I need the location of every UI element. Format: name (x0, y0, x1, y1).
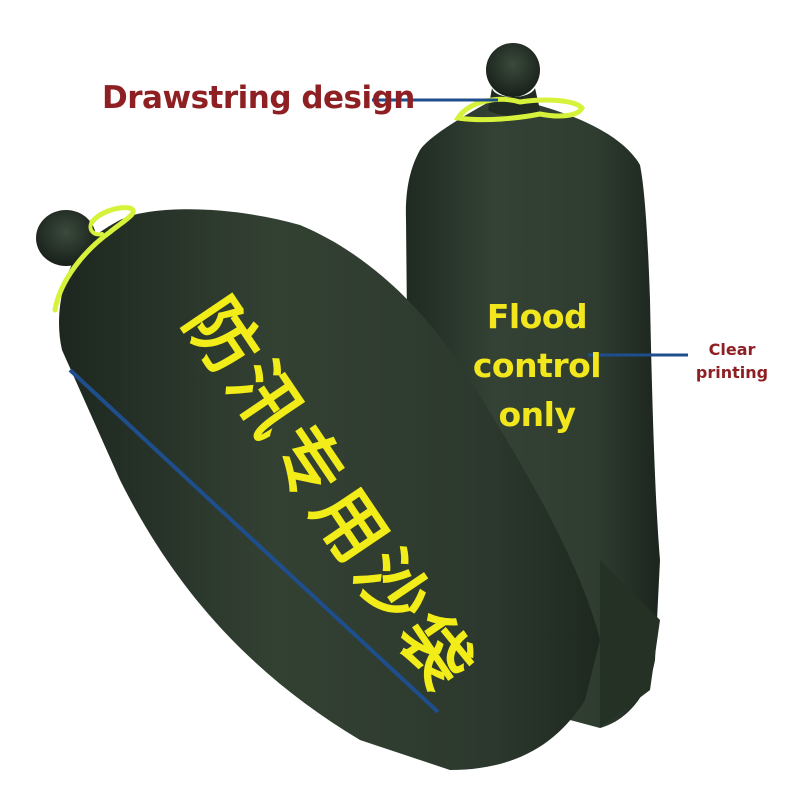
clear-printing-line-2: printing (695, 363, 769, 382)
back-bag-fold (600, 560, 660, 728)
front-bag-knot (36, 210, 96, 266)
front-sandbag (36, 205, 601, 770)
flood-control-line-2: control (472, 346, 602, 385)
front-drawstring-cord (52, 205, 136, 313)
flood-control-line-3: only (498, 395, 577, 434)
clear-printing-line-1: Clear (708, 340, 756, 359)
back-drawstring-cord (453, 96, 585, 123)
front-bag-body (59, 209, 601, 770)
back-bag-knot (486, 43, 540, 97)
front-drawstring-loop (88, 220, 104, 237)
front-bag-edge-line (68, 368, 440, 714)
drawstring-design-label: Drawstring design (102, 80, 415, 116)
flood-control-label: Flood control only (470, 292, 604, 439)
flood-control-line-1: Flood (486, 297, 588, 336)
clear-printing-label: Clear printing (690, 338, 774, 384)
